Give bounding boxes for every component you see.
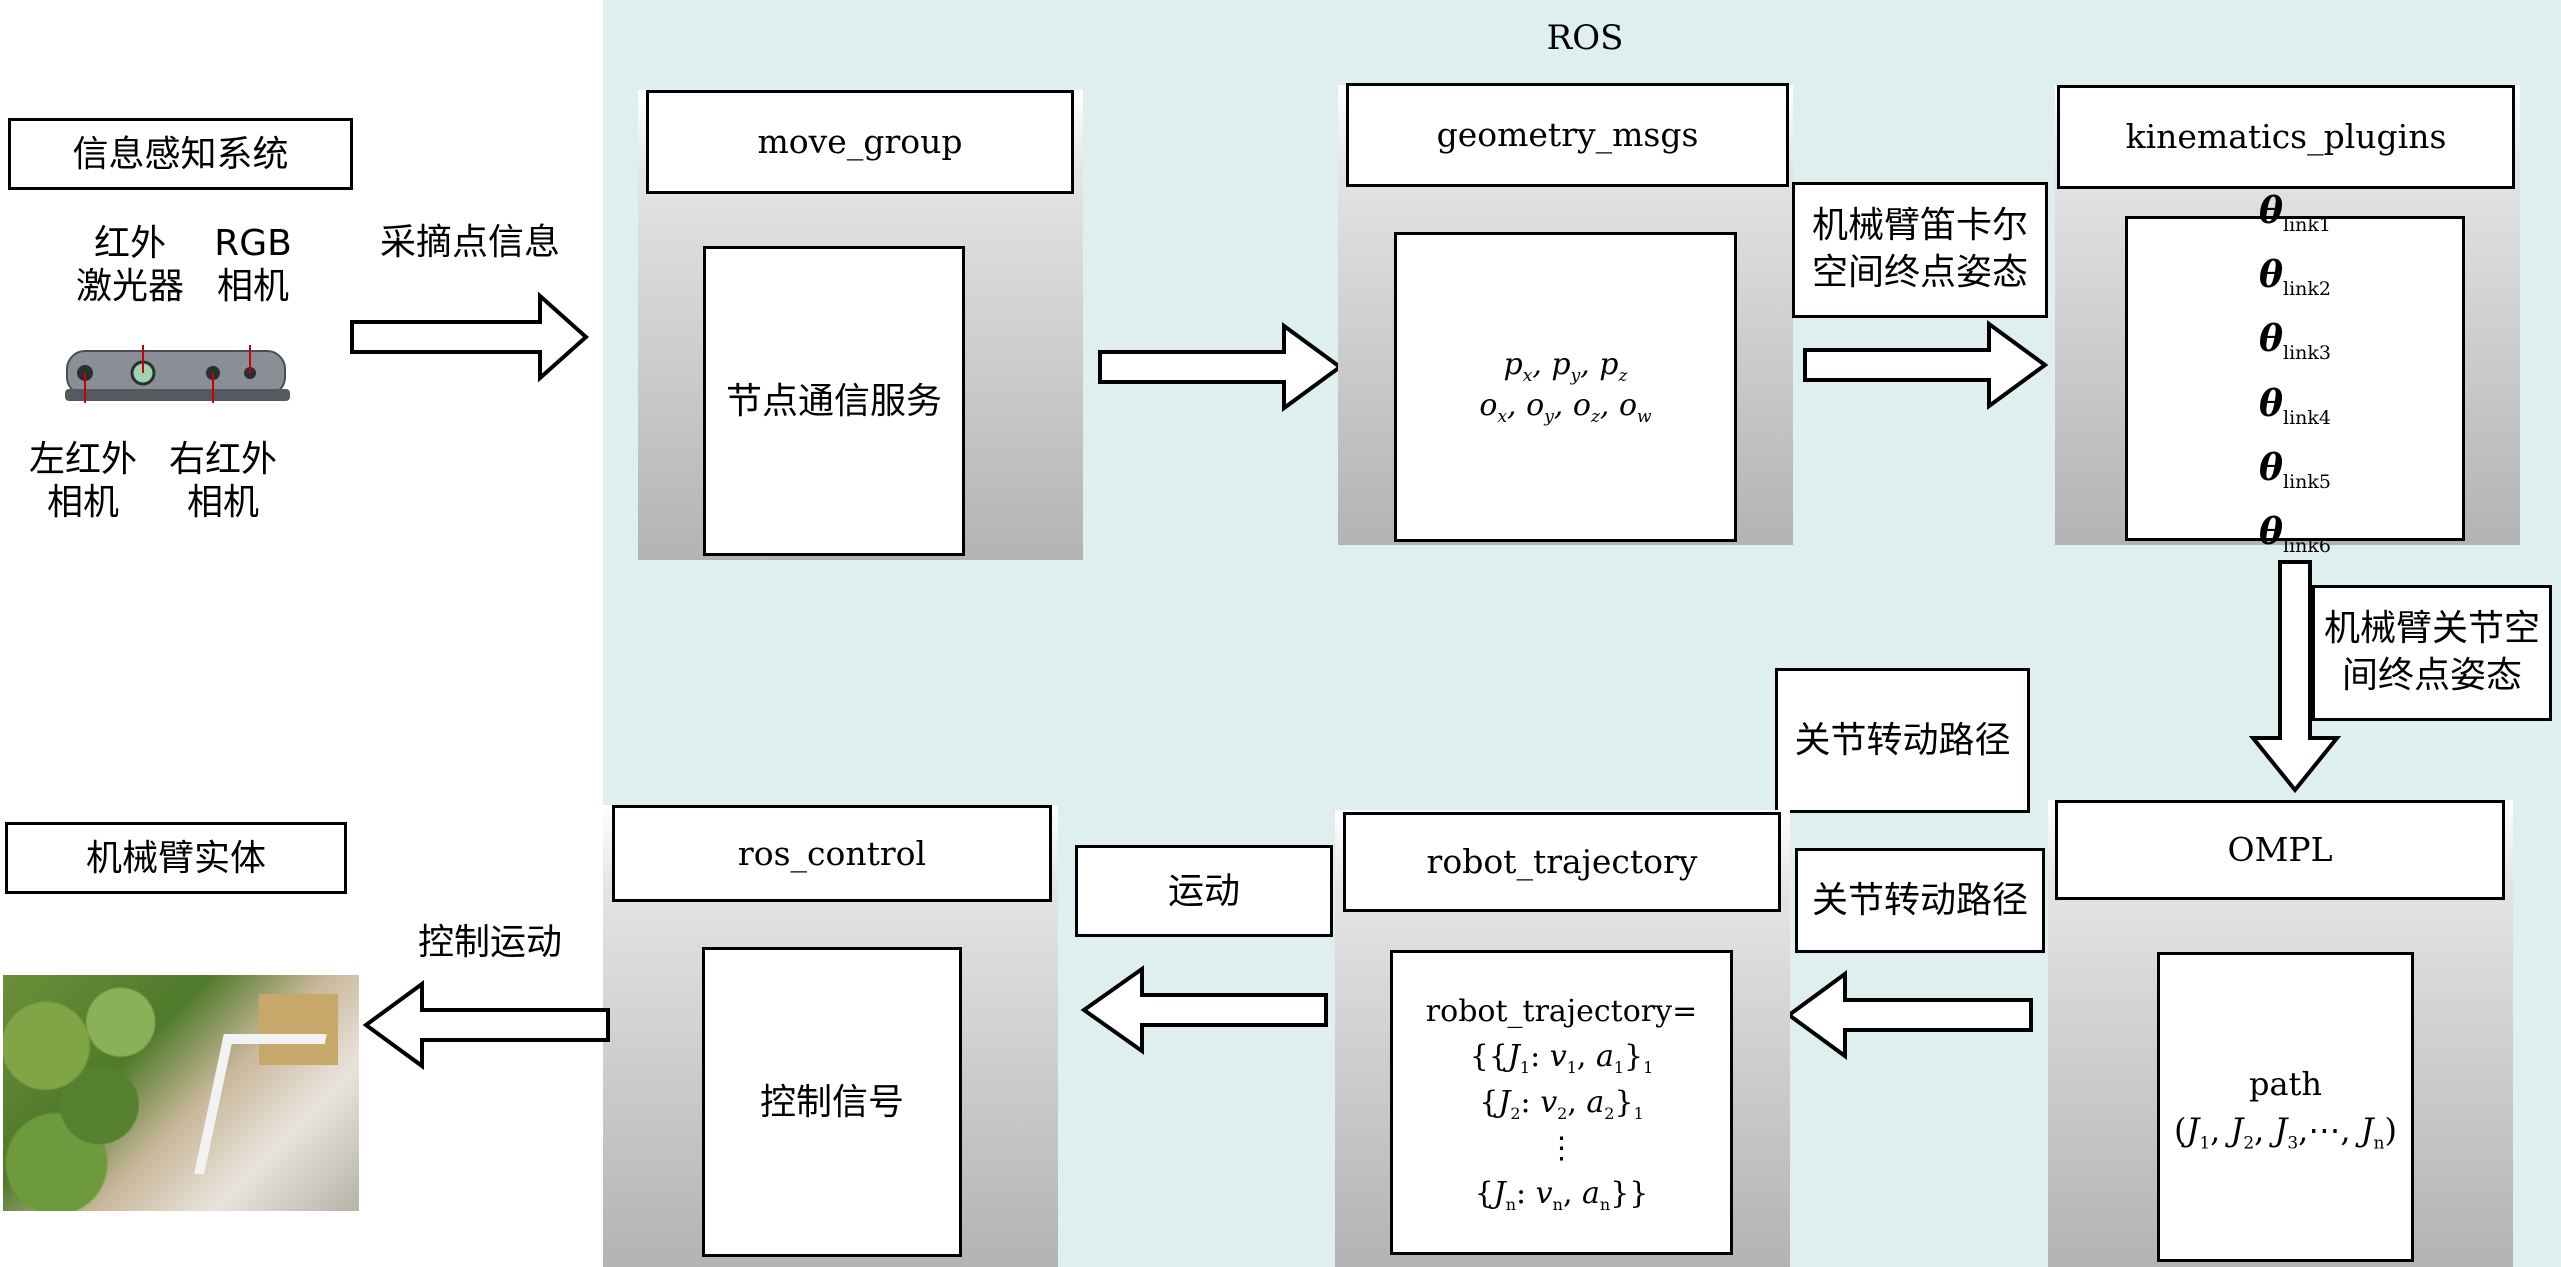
ompl-title-box: OMPL [2055,800,2505,900]
cartesian-pose-label: 机械臂笛卡尔 空间终点姿态 [1811,205,2028,293]
pick-point-info-label: 采摘点信息 [379,222,560,263]
ros-control-content-box: 控制信号 [702,947,962,1257]
theta-link1: θlink1 [2258,189,2331,237]
control-motion-label: 控制运动 [417,922,562,963]
path-sequence: (J1, J2, J3,⋯, Jn) [2174,1111,2397,1154]
right-ir-camera-label: 右红外 相机 [168,439,277,524]
move-group-title: move_group [757,122,963,162]
trajectory-to-control-arrow [1080,965,1328,1055]
path-label: path [2248,1065,2323,1104]
move-group-to-geometry-arrow [1098,322,1344,412]
node-communication-service-label: 节点通信服务 [725,380,942,422]
cartesian-pose-label-box: 机械臂笛卡尔 空间终点姿态 [1792,182,2048,318]
move-group-content-box: 节点通信服务 [703,246,965,556]
robot-trajectory-title: robot_trajectory [1426,842,1698,882]
ros-control-title-box: ros_control [612,805,1052,902]
joint-path-mid-label-box: 关节转动路径 [1795,848,2045,953]
perception-system-label: 信息感知系统 [72,133,289,175]
control-signal-label: 控制信号 [759,1081,904,1123]
geometry-to-kinematics-arrow [1803,320,2049,410]
joint-space-pose-label: 机械臂关节空 间终点姿态 [2323,608,2540,696]
theta-link4: θlink4 [2258,382,2331,429]
kinematics-plugins-title: kinematics_plugins [2125,117,2447,157]
control-motion-arrow [362,980,610,1070]
trajectory-j2: {J2: v2, a2}1 [1479,1084,1644,1123]
trajectory-eq-label: robot_trajectory= [1425,993,1698,1029]
robot-arm-photo [3,975,359,1211]
trajectory-ellipsis: ⋮ [1546,1130,1577,1166]
robot-trajectory-content-box: robot_trajectory= {{J1: v1, a1}1 {J2: v2… [1390,950,1733,1255]
arm-body-box: 机械臂实体 [5,822,347,894]
arm-body-label: 机械臂实体 [85,837,266,879]
move-group-title-box: move_group [646,90,1074,194]
joint-path-mid-label: 关节转动路径 [1811,880,2028,921]
ompl-title: OMPL [2227,830,2333,870]
theta-link5: θlink5 [2258,446,2331,493]
trajectory-jn: {Jn: vn, an}} [1474,1175,1649,1214]
geometry-msgs-title: geometry_msgs [1436,115,1699,155]
ompl-to-trajectory-arrow [1785,970,2033,1060]
perception-system-box: 信息感知系统 [8,118,353,190]
joint-space-pose-label-box: 机械臂关节空 间终点姿态 [2312,585,2552,721]
robot-trajectory-title-box: robot_trajectory [1343,812,1781,912]
theta-link3: θlink3 [2258,318,2331,365]
ros-control-title: ros_control [737,833,927,873]
depth-camera-icon [65,345,290,403]
orientation-vars: ox, oy, oz, ow [1479,388,1652,427]
joint-path-top-label-box: 关节转动路径 [1775,668,2030,813]
geometry-msgs-title-box: geometry_msgs [1346,83,1789,187]
left-ir-camera-label: 左红外 相机 [28,439,137,524]
pick-info-arrow [350,291,590,383]
ros-label: ROS [1546,18,1624,58]
path-content-box: path (J1, J2, J3,⋯, Jn) [2157,952,2414,1262]
kinematics-to-ompl-arrow [2248,560,2342,794]
theta-link6: θlink6 [2258,510,2331,558]
motion-label-box: 运动 [1075,845,1333,937]
theta-link2: θlink2 [2258,254,2331,301]
kinematics-plugins-title-box: kinematics_plugins [2057,85,2515,189]
theta-list-box: θlink1 θlink2 θlink3 θlink4 θlink5 θlink… [2125,190,2465,557]
ir-laser-label: 红外 激光器 [75,223,184,308]
trajectory-j1: {{J1: v1, a1}1 [1469,1038,1654,1077]
position-vars: px, py, pz [1503,346,1628,386]
rgb-camera-label: RGB 相机 [214,223,292,308]
joint-path-top-label: 关节转动路径 [1794,720,2011,761]
motion-label: 运动 [1167,870,1240,912]
geometry-msgs-content-box: px, py, pz ox, oy, oz, ow [1394,232,1737,542]
